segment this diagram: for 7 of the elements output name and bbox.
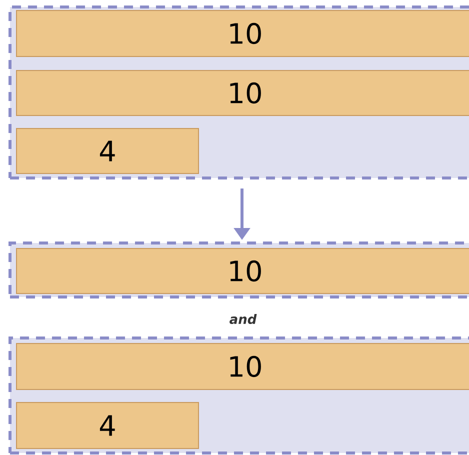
number-rod: 10 — [16, 248, 469, 294]
number-rod: 10 — [16, 342, 469, 390]
number-rod: 4 — [16, 402, 199, 449]
number-rod: 10 — [16, 70, 469, 116]
label-text: and — [230, 314, 257, 324]
number-rod: 10 — [16, 10, 469, 57]
number-rod: 4 — [16, 128, 199, 174]
